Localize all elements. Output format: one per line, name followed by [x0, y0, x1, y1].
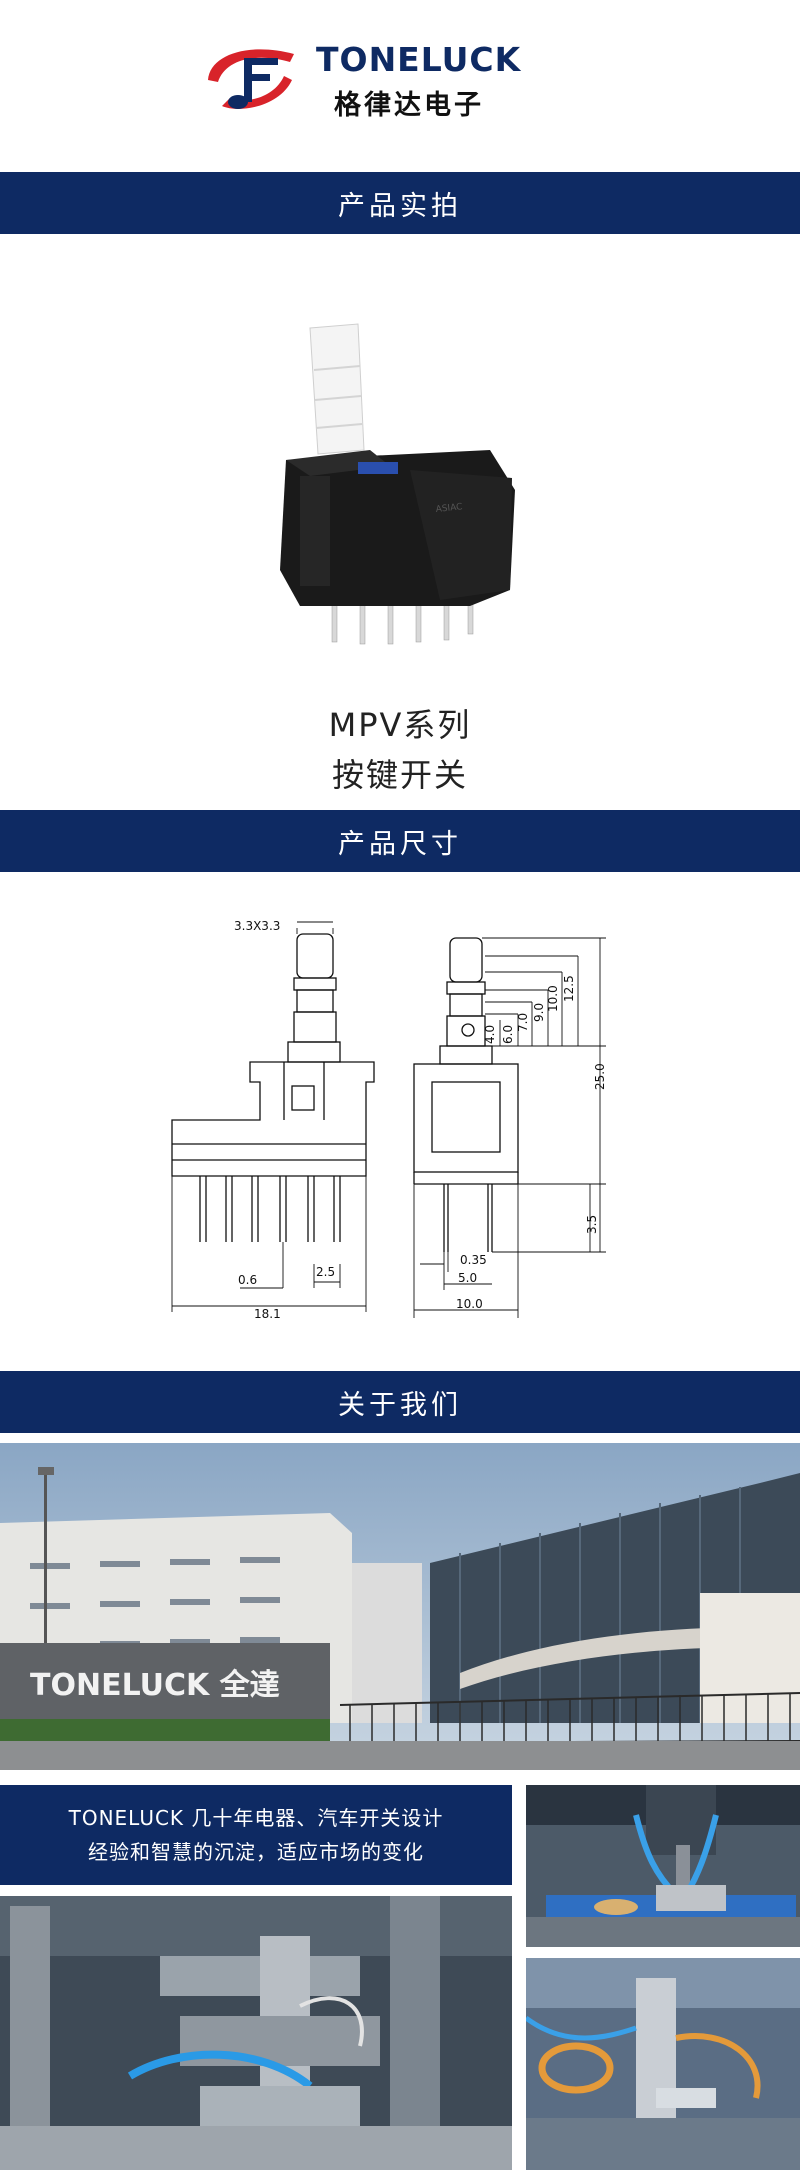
product-series: MPV系列 — [328, 706, 472, 744]
dim-10-0-h: 10.0 — [546, 985, 560, 1012]
section-header-dimensions: 产品尺寸 — [0, 810, 800, 872]
dim-cap-size: 3.3X3.3 — [234, 919, 280, 933]
section-header-photo: 产品实拍 — [0, 172, 800, 234]
dim-0-6: 0.6 — [238, 1273, 257, 1287]
factory-photo: TONELUCK 全達 — [0, 1443, 800, 1770]
dim-6-0: 6.0 — [501, 1025, 515, 1044]
header: TONELUCK 格律达电子 — [0, 0, 800, 172]
push-switch-image: ASIAC — [280, 323, 515, 645]
factory-sign: TONELUCK 全達 — [30, 1668, 280, 1703]
svg-text:ASIAC: ASIAC — [435, 502, 463, 515]
brand-name-en: TONELUCK — [316, 40, 522, 79]
dim-2-5: 2.5 — [316, 1265, 335, 1279]
dim-10-0-w: 10.0 — [456, 1297, 483, 1311]
section-header-about: 关于我们 — [0, 1371, 800, 1433]
dim-9-0: 9.0 — [532, 1003, 546, 1022]
dim-4-0: 4.0 — [483, 1025, 497, 1044]
dim-25-0: 25.0 — [593, 1063, 607, 1090]
dim-3-5: 3.5 — [585, 1215, 599, 1234]
dimension-drawing: 3.3X3.3 0.6 2.5 18.1 — [171, 919, 607, 1321]
about-text-box: TONELUCK 几十年电器、汽车开关设计 经验和智慧的沉淀，适应市场的变化 — [0, 1785, 512, 1885]
product-photo: ASIAC — [240, 300, 540, 660]
dim-7-0: 7.0 — [516, 1013, 530, 1032]
about-line-2: 经验和智慧的沉淀，适应市场的变化 — [88, 1840, 424, 1864]
brand-name-cn: 格律达电子 — [334, 90, 484, 121]
machine-photo-top-right — [526, 1785, 800, 1947]
dim-18-1: 18.1 — [254, 1307, 281, 1321]
toneluck-logo-icon — [208, 49, 294, 109]
dim-12-5: 12.5 — [562, 975, 576, 1002]
machine-photo-bottom-left — [0, 1896, 512, 2170]
dim-5-0: 5.0 — [458, 1271, 477, 1285]
about-line-1: TONELUCK 几十年电器、汽车开关设计 — [68, 1806, 444, 1830]
product-type: 按键开关 — [331, 756, 468, 794]
dim-0-35: 0.35 — [460, 1253, 487, 1267]
machine-photo-bottom-right — [526, 1958, 800, 2170]
